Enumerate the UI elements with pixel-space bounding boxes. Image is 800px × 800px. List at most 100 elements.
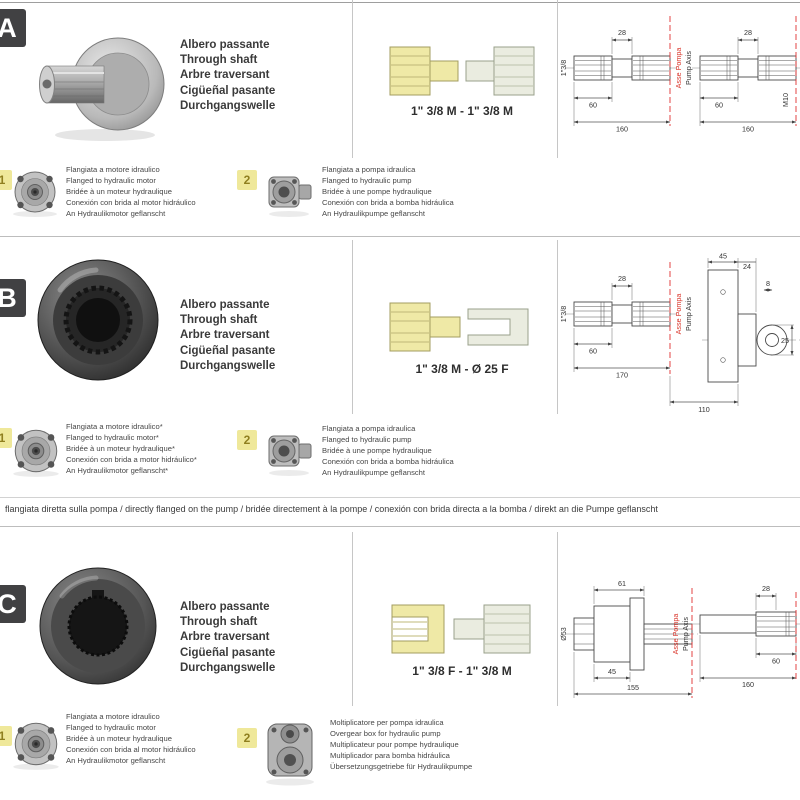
- item-line-de: An Hydraulikmotor geflanscht: [66, 755, 166, 765]
- item-line-de: An Hydraulikmotor geflanscht: [66, 208, 166, 218]
- item-line-de: An Hydraulikpumpe geflanscht: [322, 208, 425, 218]
- item-description: Flangiata a pompa idraulica Flanged to h…: [322, 424, 487, 479]
- item-line-it: Flangiata a motore idraulico: [66, 712, 160, 721]
- desc-line-es: Cigüeñal pasante: [180, 344, 276, 357]
- hydraulic-pump-flange-photo: [268, 435, 312, 476]
- item-line-de: An Hydraulikmotor geflanscht*: [66, 465, 169, 475]
- item-description: Flangiata a motore idraulico Flanged to …: [66, 712, 238, 767]
- product-description: Albero passante Through shaft Arbre trav…: [180, 298, 275, 374]
- product-description: Albero passante Through shaft Arbre trav…: [180, 38, 275, 114]
- pump-axis-label-it: Asse Pompa: [674, 294, 683, 335]
- desc-line-fr: Arbre traversant: [180, 631, 270, 644]
- item-line-de: An Hydraulikpumpe geflanscht: [322, 467, 425, 477]
- divider: [557, 532, 558, 706]
- desc-line-it: Albero passante: [180, 601, 270, 613]
- item-description: Flangiata a motore idraulico* Flanged to…: [66, 422, 238, 477]
- desc-line-es: Cigüeñal pasante: [180, 646, 276, 659]
- dim-label: 25: [781, 336, 789, 345]
- dim-label: 45: [719, 252, 727, 261]
- desc-line-it: Albero passante: [180, 299, 270, 311]
- footnote: flangiata diretta sulla pompa / directly…: [5, 504, 658, 514]
- pump-axis-label-en: Pump Axis: [684, 51, 693, 85]
- dim-label: 160: [742, 125, 754, 134]
- hydraulic-motor-photo: [13, 722, 59, 770]
- item-line-fr: Bridée à une pompe hydraulique: [322, 186, 432, 196]
- desc-line-fr: Arbre traversant: [180, 69, 270, 82]
- item-line-es: Conexión con brida a motor hidráulico*: [66, 454, 197, 464]
- dim-label: 60: [589, 347, 597, 356]
- item-description: Flangiata a pompa idraulica Flanged to h…: [322, 165, 487, 220]
- item-line-es: Conexión con brida al motor hidráulico: [66, 197, 196, 207]
- dim-label: 160: [616, 125, 628, 134]
- product-photo-through-shaft-a: [39, 37, 165, 141]
- dim-label: 60: [715, 101, 723, 110]
- product-photo-through-shaft-c: [39, 567, 157, 685]
- item-line-es: Multiplicador para bomba hidráulica: [330, 750, 450, 760]
- coupling-schematic-b: [389, 302, 529, 352]
- dim-label: 60: [589, 101, 597, 110]
- coupling-schematic-c: [391, 604, 531, 654]
- item-line-en: Overgear box for hydraulic pump: [330, 728, 441, 738]
- divider: [0, 236, 800, 237]
- desc-line-en: Through shaft: [180, 616, 258, 629]
- item-line-es: Conexión con brida a bomba hidráulica: [322, 197, 454, 207]
- dim-label: 60: [772, 657, 780, 666]
- dim-label: 24: [743, 262, 751, 271]
- item-line-fr: Bridée à une pompe hydraulique: [322, 445, 432, 455]
- item-line-de: Übersetzungsgetriebe für Hydraulikpumpe: [330, 761, 473, 771]
- item-line-en: Flanged to hydraulic motor: [66, 722, 156, 732]
- item-description: Flangiata a motore idraulico Flanged to …: [66, 165, 236, 220]
- dim-label: 155: [627, 683, 639, 692]
- desc-line-de: Durchgangswelle: [180, 99, 276, 112]
- technical-drawing-a: 28 60 160 1"3/8 Asse Pompa Pump Axis 28: [559, 16, 800, 134]
- dim-label: 28: [618, 274, 626, 283]
- product-photo-through-shaft-b: [37, 259, 159, 381]
- section-letter-badge: C: [0, 585, 26, 623]
- item-line-es: Conexión con brida a bomba hidráulica: [322, 456, 454, 466]
- hydraulic-pump-flange-photo: [268, 176, 312, 217]
- coupling-schematic-a: [389, 46, 535, 96]
- hydraulic-motor-photo: [13, 429, 59, 477]
- section-letter-badge: B: [0, 279, 26, 317]
- desc-line-en: Through shaft: [180, 54, 258, 67]
- dim-label: 45: [608, 667, 616, 676]
- item-line-es: Conexión con brida al motor hidráulico: [66, 744, 196, 754]
- pump-axis-label-en: Pump Axis: [684, 297, 693, 331]
- divider: [352, 240, 353, 414]
- desc-line-fr: Arbre traversant: [180, 329, 270, 342]
- desc-line-es: Cigüeñal pasante: [180, 84, 276, 97]
- pump-axis-label-it: Asse Pompa: [674, 48, 683, 89]
- item-number-badge: 1: [0, 726, 12, 746]
- divider: [0, 526, 800, 527]
- item-number-badge: 1: [0, 428, 12, 448]
- divider: [0, 2, 800, 3]
- item-description: Moltiplicatore per pompa idraulica Overg…: [330, 718, 505, 773]
- item-line-fr: Bridée à un moteur hydraulique: [66, 186, 172, 196]
- desc-line-it: Albero passante: [180, 39, 270, 51]
- product-description: Albero passante Through shaft Arbre trav…: [180, 600, 275, 676]
- divider: [352, 0, 353, 158]
- technical-drawing-c: 61 Ø53 45 155 Asse Pompa Pump Axis: [559, 579, 800, 698]
- item-number-badge: 2: [237, 170, 257, 190]
- pump-axis-label-it: Asse Pompa: [671, 614, 680, 655]
- item-line-it: Flangiata a motore idraulico*: [66, 422, 163, 431]
- hydraulic-motor-photo: [13, 171, 57, 217]
- dim-label: 170: [616, 371, 628, 380]
- coupling-label: 1" 3/8 F - 1" 3/8 M: [412, 664, 512, 678]
- desc-line-de: Durchgangswelle: [180, 661, 276, 674]
- dim-label: 28: [744, 28, 752, 37]
- dim-label: 28: [618, 28, 626, 37]
- dim-label: 8: [766, 279, 770, 288]
- dim-label: 28: [762, 584, 770, 593]
- divider: [557, 0, 558, 158]
- technical-drawing-b: 28 60 170 1"3/8 Asse Pompa Pump Axis: [559, 252, 800, 414]
- item-number-badge: 2: [237, 728, 257, 748]
- coupling-label: 1" 3/8 M - 1" 3/8 M: [410, 104, 514, 118]
- item-line-en: Flanged to hydraulic pump: [322, 175, 412, 185]
- item-line-it: Flangiata a pompa idraulica: [322, 424, 416, 433]
- item-line-it: Flangiata a pompa idraulica: [322, 165, 416, 174]
- item-line-it: Flangiata a motore idraulico: [66, 165, 160, 174]
- divider: [0, 497, 800, 498]
- coupling-label: 1" 3/8 M - Ø 25 F: [415, 362, 509, 376]
